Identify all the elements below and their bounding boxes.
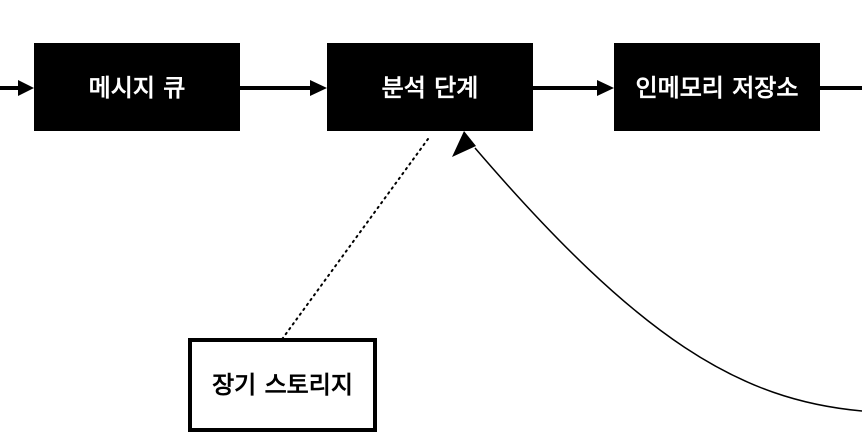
arrowhead-into-in-memory [597, 80, 614, 96]
node-analysis-stage-label: 분석 단계 [382, 74, 479, 102]
curved-feedback-edge [474, 147, 862, 412]
node-in-memory-store: 인메모리 저장소 [614, 43, 820, 131]
node-long-term-storage-label: 장기 스토리지 [212, 371, 353, 399]
arrowhead-into-analysis [310, 80, 327, 96]
arrowhead-feedback-into-analysis [452, 131, 476, 157]
arrowhead-into-message-queue [18, 80, 34, 96]
node-message-queue: 메시지 큐 [34, 43, 240, 131]
dotted-link-analysis-to-long-term-storage [279, 138, 429, 343]
node-in-memory-store-label: 인메모리 저장소 [636, 74, 799, 102]
node-long-term-storage: 장기 스토리지 [188, 338, 377, 432]
node-message-queue-label: 메시지 큐 [89, 74, 186, 102]
node-analysis-stage: 분석 단계 [327, 43, 533, 131]
